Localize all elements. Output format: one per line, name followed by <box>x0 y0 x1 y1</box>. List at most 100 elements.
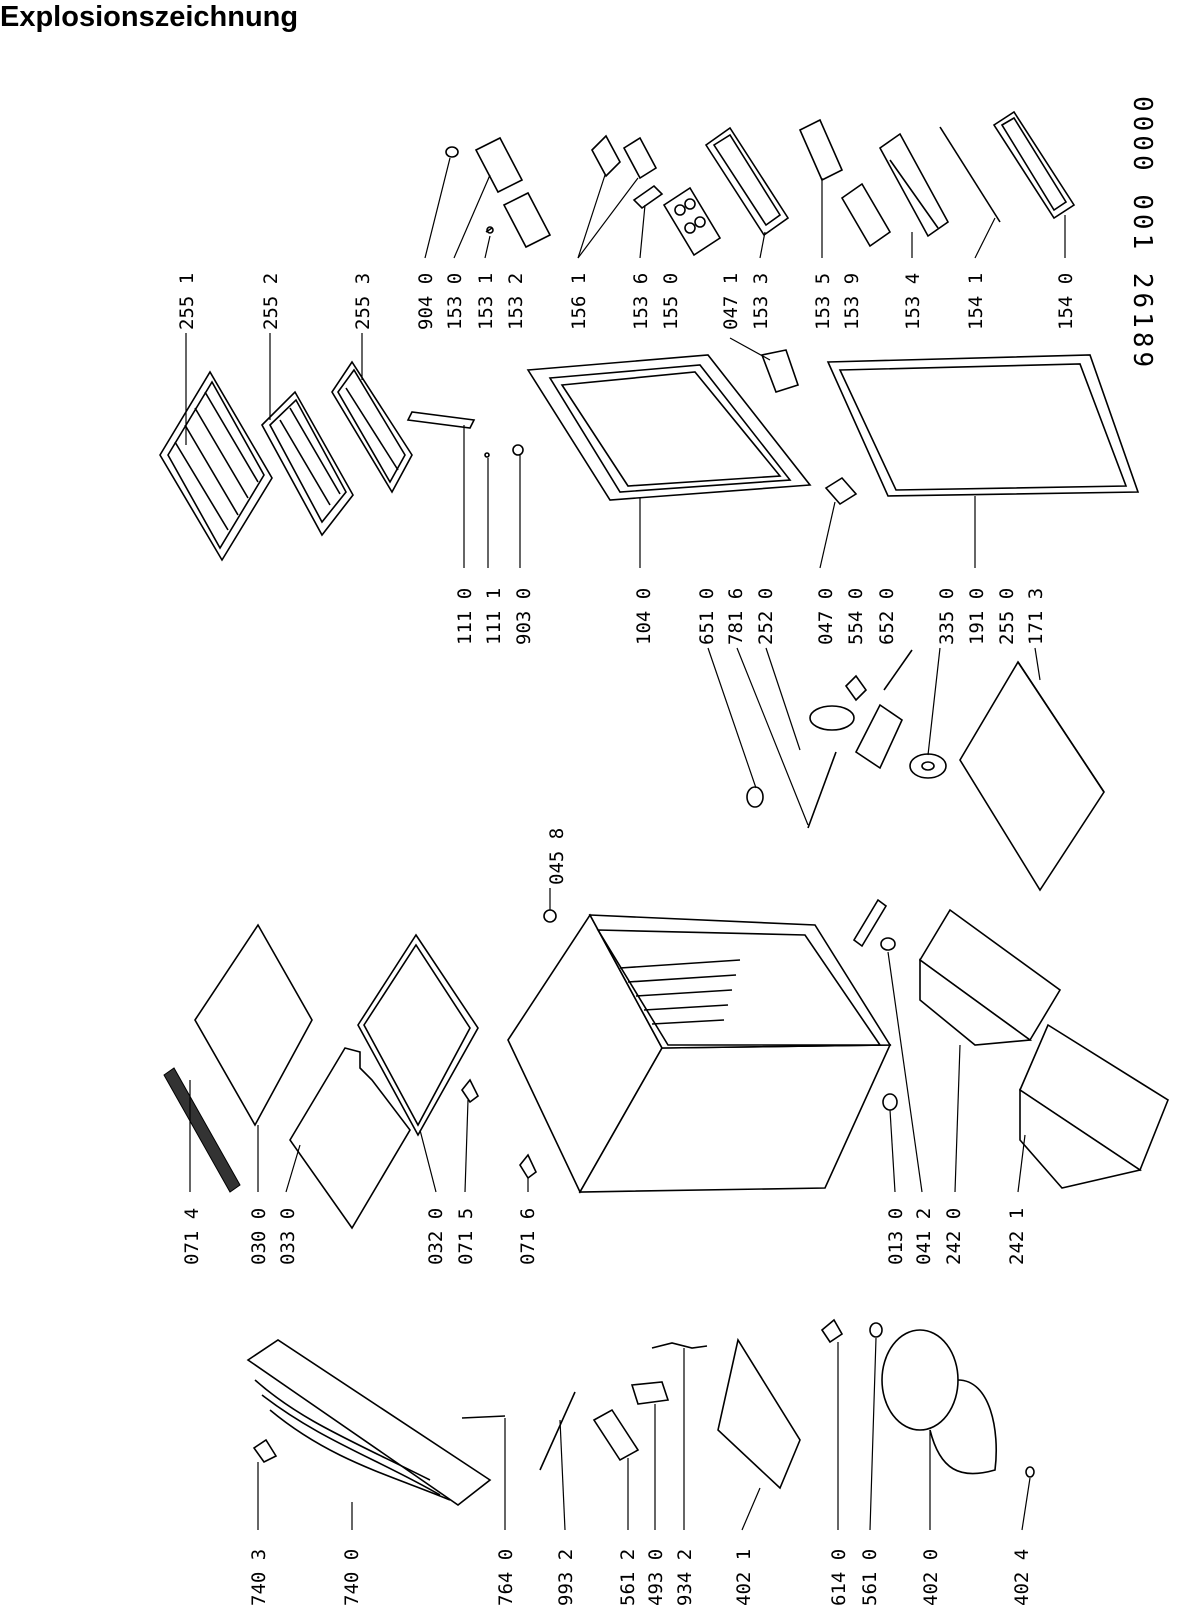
label-153-1: 153 1 <box>475 273 497 330</box>
base-402-1 <box>717 1337 801 1490</box>
cover-156-1 <box>591 134 658 180</box>
door-104-0 <box>526 354 812 501</box>
label-156-1: 156 1 <box>568 273 590 330</box>
bin-153-5 <box>798 118 844 182</box>
clip-071-5 <box>461 1078 480 1104</box>
label-071-6: 071 6 <box>517 1208 539 1265</box>
label-993-2: 993 2 <box>555 1549 577 1606</box>
glass-plate-255-0 <box>959 660 1105 892</box>
label-153-4: 153 4 <box>902 273 924 330</box>
label-255-1: 255 1 <box>176 273 198 330</box>
bracket-740-3 <box>252 1438 278 1464</box>
label-111-0: 111 0 <box>454 588 476 645</box>
label-045-8: 045 8 <box>546 828 568 885</box>
bin-154-0 <box>992 110 1076 220</box>
cover-493-0 <box>630 1381 670 1405</box>
label-903-0: 903 0 <box>513 588 535 645</box>
label-191-0: 191 0 <box>966 588 988 645</box>
rod-781-6 <box>807 751 837 829</box>
panel-030-0 <box>194 923 313 1127</box>
label-255-2: 255 2 <box>260 273 282 330</box>
condenser-740-0 <box>246 1339 492 1506</box>
label-402-4: 402 4 <box>1011 1549 1033 1606</box>
page-title: Explosionszeichnung <box>0 1 299 33</box>
label-153-9: 153 9 <box>841 273 863 330</box>
label-493-0: 493 0 <box>645 1549 667 1606</box>
bracket-041-2 <box>852 898 896 951</box>
label-740-3: 740 3 <box>248 1549 270 1606</box>
dryer-764-0 <box>461 1415 506 1419</box>
label-255-0: 255 0 <box>996 588 1018 645</box>
pin-111-1 <box>484 452 490 458</box>
label-934-2: 934 2 <box>674 1549 696 1606</box>
part-402-4 <box>1025 1466 1035 1478</box>
label-032-0: 032 0 <box>425 1208 447 1265</box>
label-153-5: 153 5 <box>812 273 834 330</box>
bin-153-9 <box>840 182 892 248</box>
hinge-047-1 <box>760 349 800 393</box>
label-652-0: 652 0 <box>876 588 898 645</box>
label-041-2: 041 2 <box>913 1208 935 1265</box>
wire-934-2 <box>651 1342 708 1349</box>
label-154-1: 154 1 <box>965 273 987 330</box>
label-651-0: 651 0 <box>696 588 718 645</box>
knob-904-0 <box>445 146 459 158</box>
label-402-0: 402 0 <box>920 1549 942 1606</box>
label-033-0: 033 0 <box>277 1208 299 1265</box>
grille-071-4 <box>163 1067 241 1193</box>
label-904-0: 904 0 <box>415 273 437 330</box>
label-153-6: 153 6 <box>630 273 652 330</box>
label-153-0: 153 0 <box>444 273 466 330</box>
pin-153-1 <box>485 226 494 234</box>
door-bin-047-1 <box>704 126 790 237</box>
foot-013-0 <box>882 1093 898 1111</box>
grommet-614-0 <box>820 1318 844 1344</box>
label-614-0: 614 0 <box>828 1549 850 1606</box>
clip-153-6 <box>632 184 664 210</box>
knob-335-0 <box>909 753 947 779</box>
switch-652-0 <box>883 649 913 691</box>
leader-lines <box>185 157 1066 1531</box>
screw-045-8 <box>543 909 557 923</box>
egg-tray-155-0 <box>662 186 722 257</box>
label-335-0: 335 0 <box>936 588 958 645</box>
label-111-1: 111 1 <box>483 588 505 645</box>
label-047-0: 047 0 <box>815 588 837 645</box>
label-047-1: 047 1 <box>720 273 742 330</box>
frame-032-0 <box>357 933 479 1137</box>
panel-033-0 <box>289 1047 411 1230</box>
label-242-1: 242 1 <box>1006 1208 1028 1265</box>
label-071-5: 071 5 <box>455 1208 477 1265</box>
label-171-3: 171 3 <box>1025 588 1047 645</box>
label-252-0: 252 0 <box>755 588 777 645</box>
tray-153-2 <box>502 191 552 249</box>
label-154-0: 154 0 <box>1055 273 1077 330</box>
label-155-0: 155 0 <box>660 273 682 330</box>
cabinet <box>507 913 892 1194</box>
label-104-0: 104 0 <box>633 588 655 645</box>
shelf-255-3 <box>331 360 413 494</box>
label-030-0: 030 0 <box>248 1208 270 1265</box>
shelf-255-2 <box>261 390 354 537</box>
rail-111-0 <box>406 411 476 429</box>
label-153-3: 153 3 <box>750 273 772 330</box>
label-561-0: 561 0 <box>859 1549 881 1606</box>
thermostat-993-2 <box>539 1391 576 1471</box>
label-242-0: 242 0 <box>943 1208 965 1265</box>
hinge-047-0 <box>824 476 858 506</box>
clip-071-6 <box>519 1153 538 1180</box>
bin-153-4 <box>878 132 950 238</box>
shelf-255-1 <box>159 370 273 562</box>
thermostat-554-0 <box>844 674 868 702</box>
screw-903-0 <box>512 444 524 456</box>
label-554-0: 554 0 <box>845 588 867 645</box>
label-153-2: 153 2 <box>505 273 527 330</box>
label-764-0: 764 0 <box>495 1549 517 1606</box>
door-gasket-191-0 <box>826 354 1140 497</box>
drawer-242-0 <box>918 908 1062 1046</box>
drawer-242-1 <box>1019 1023 1169 1189</box>
relay-561-2 <box>592 1408 640 1462</box>
grommet-561-0 <box>869 1322 883 1338</box>
label-255-3: 255 3 <box>352 273 374 330</box>
